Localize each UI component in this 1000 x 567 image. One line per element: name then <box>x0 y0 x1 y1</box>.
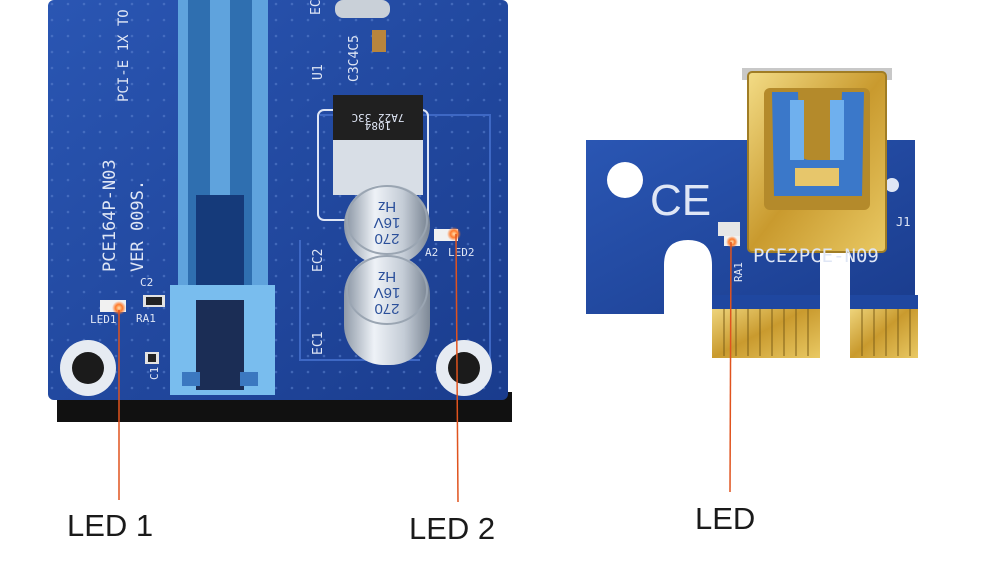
right-mounting-hole <box>607 162 643 198</box>
right-adapter-board: CE PCE2PCE-N09 J1 RA1 <box>586 68 918 358</box>
board-version-left: VER 009S. <box>128 180 148 272</box>
capacitor-top: 270 16V Hz <box>344 185 430 265</box>
regulator-code-2: 1084 <box>364 119 391 132</box>
callout-line-led2 <box>455 233 459 503</box>
cap1-value: 270 <box>374 230 399 247</box>
led1-silk-label: LED1 <box>90 313 117 326</box>
c2-label: C2 <box>140 276 153 289</box>
cap2-value: 270 <box>374 300 399 317</box>
board-interface-left: PCI-E 1X TO <box>116 9 132 102</box>
capacitor-bottom: 270 16V Hz <box>344 255 430 365</box>
ra1-label-left: RA1 <box>136 312 156 325</box>
mounting-hole-right <box>436 340 492 396</box>
led-2-component <box>434 227 461 241</box>
ec1-label: EC1 <box>311 332 326 355</box>
led-right-component <box>724 236 740 248</box>
c1-label: C1 <box>148 367 161 380</box>
ec2-label: EC2 <box>311 249 326 272</box>
callout-lines <box>118 233 732 503</box>
led-1-component <box>100 300 126 315</box>
pcie-x16-slot <box>170 0 275 395</box>
cap1-voltage: 16V <box>374 214 401 231</box>
ec-top-label: EC <box>309 0 324 15</box>
chip-code-label: C3C4C5 <box>347 35 362 82</box>
cap1-unit: Hz <box>378 198 396 215</box>
led2-silk-label: LED2 <box>448 246 475 259</box>
cap2-unit: Hz <box>378 268 396 285</box>
callout-label-led2: LED 2 <box>409 511 496 546</box>
regulator-code-1: 7A22 33C <box>352 111 405 124</box>
ra1-label-right: RA1 <box>732 262 745 282</box>
board-model-left: PCE164P-N03 <box>100 159 120 272</box>
a2-label: A2 <box>425 246 438 259</box>
callout-line-led <box>729 241 732 493</box>
callout-label-led1: LED 1 <box>67 508 154 543</box>
board-model-right: PCE2PCE-N09 <box>753 245 879 267</box>
mounting-hole-left <box>60 340 116 396</box>
left-riser-board: 7A22 33C 1084 270 16V Hz 270 16V Hz <box>48 0 512 422</box>
callout-label-led: LED <box>695 501 756 536</box>
ce-mark: CE <box>650 176 711 225</box>
usb-port <box>742 68 892 253</box>
gold-fingers <box>712 295 918 358</box>
voltage-regulator: 7A22 33C 1084 <box>317 95 429 221</box>
u1-label: U1 <box>311 64 326 80</box>
cap2-voltage: 16V <box>374 284 401 301</box>
j1-label: J1 <box>896 215 910 229</box>
